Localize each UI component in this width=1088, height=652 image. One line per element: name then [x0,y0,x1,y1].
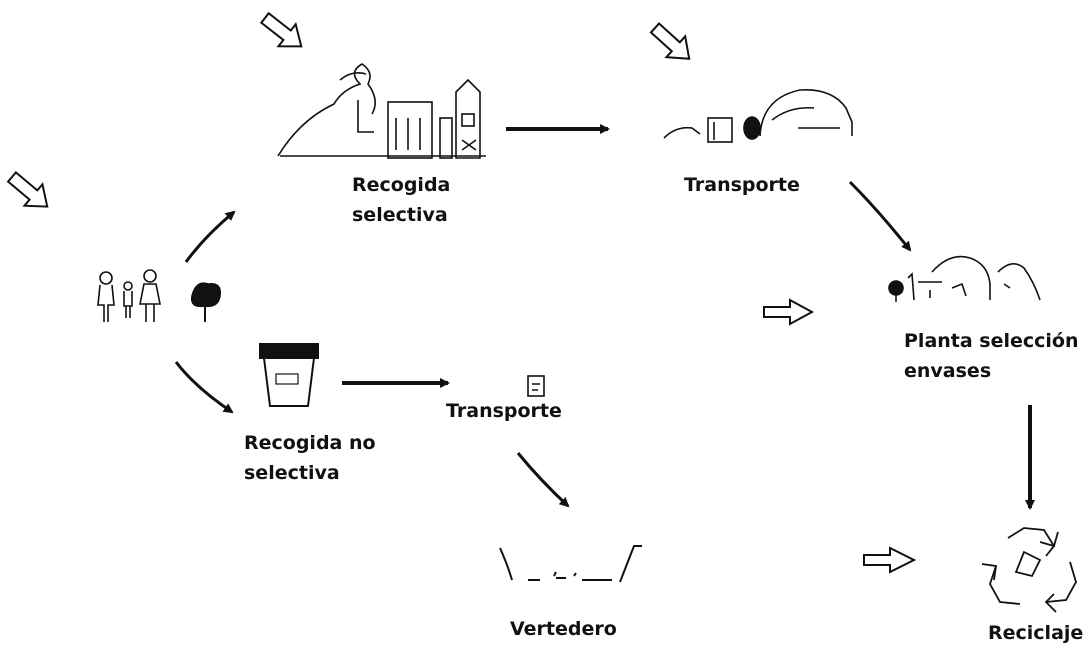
arrow-transporte-to-planta [848,180,912,252]
people-tree-icon [97,269,222,322]
sorting-plant-icon [888,255,1041,302]
recycle-symbol-icon [981,527,1077,613]
collection-truck-icon [663,89,853,143]
arrow-to-recogida-selectiva [184,210,236,263]
hollow-arrow-icon [763,298,815,326]
label-recogida-selectiva: Recogida selectiva [352,174,451,226]
city-containers-icon [277,63,486,159]
label-transporte-bottom: Transporte [446,400,562,422]
label-recogida-no-selectiva: Recogida no selectiva [244,432,376,484]
hollow-arrow-icon [649,22,691,60]
arrow-to-recogida-no-selectiva [174,361,234,414]
label-vertedero: Vertedero [510,618,617,640]
label-planta-seleccion: Planta selección envases [904,330,1079,382]
arrow-transporte-to-vertedero [516,452,570,508]
waste-bin-icon [259,343,319,407]
hollow-arrow-icon [863,546,917,574]
flow-arrows [174,124,1035,510]
label-reciclaje: Reciclaje [988,622,1084,644]
hollow-arrow-icon [259,11,303,48]
hollow-arrow-icon [6,170,49,208]
small-truck-icon [527,375,545,397]
label-transporte-top: Transporte [684,174,800,196]
landfill-icon [499,545,642,583]
